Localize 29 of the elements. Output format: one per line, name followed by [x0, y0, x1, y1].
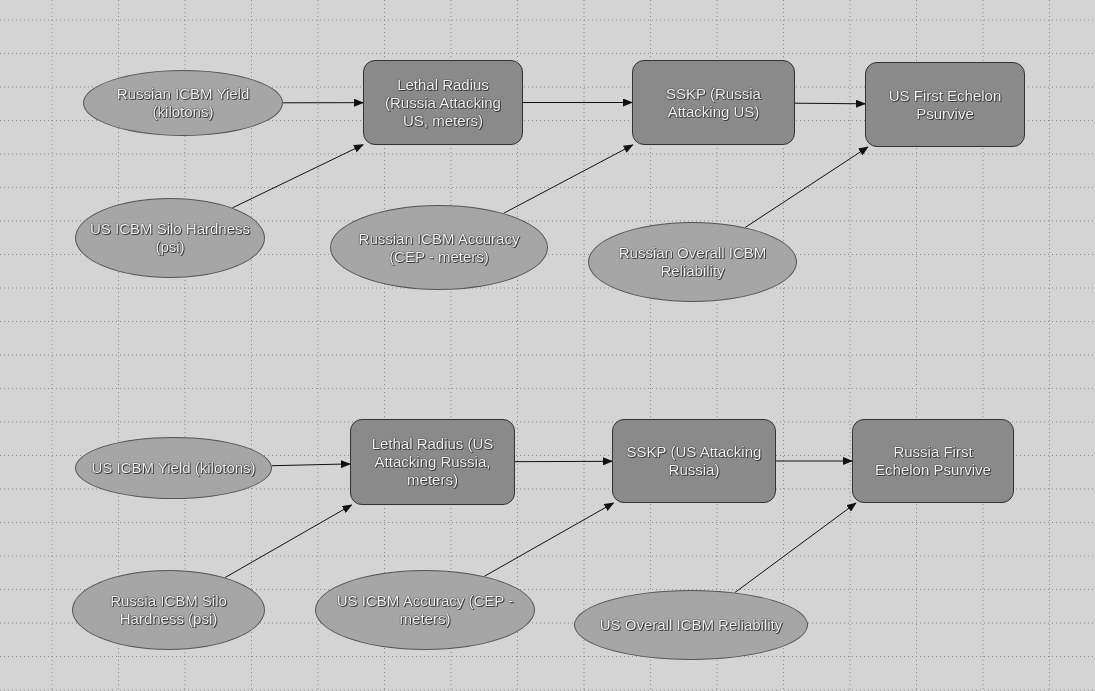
node-label: SSKP (US Attacking Russia)	[625, 443, 763, 479]
arrow	[775, 457, 853, 465]
node-label: US First Echelon Psurvive	[887, 86, 1003, 123]
arrow	[224, 504, 353, 579]
arrow	[744, 146, 869, 228]
node-label: Russia First Echelon Psurvive	[874, 443, 992, 479]
node-label: Lethal Radius (US Attacking Russia, meters)	[370, 435, 495, 489]
process-box	[612, 419, 776, 503]
arrow	[503, 144, 634, 214]
arrow	[483, 502, 615, 577]
node-label: Russian ICBM Accuracy (CEP - meters)	[357, 229, 521, 266]
arrow	[514, 457, 613, 466]
node-label: US ICBM Silo Hardness (psi)	[88, 220, 252, 256]
arrow	[522, 98, 633, 107]
node-label: US ICBM Accuracy (CEP - meters)	[335, 592, 515, 628]
arrow	[271, 460, 351, 469]
process-box	[363, 60, 523, 145]
node-label: SSKP (Russia Attacking US)	[665, 84, 762, 121]
node-label: Russia ICBM Silo Hardness (psi)	[109, 592, 229, 628]
arrow	[231, 144, 364, 209]
process-box	[865, 62, 1025, 147]
process-box	[350, 419, 515, 505]
process-box	[632, 60, 795, 145]
arrow	[282, 98, 364, 107]
node-label: Lethal Radius (Russia Attacking US, meters)	[384, 75, 502, 130]
arrow	[734, 502, 857, 594]
arrow	[794, 99, 866, 108]
node-label: US Overall ICBM Reliability	[598, 616, 784, 634]
process-box	[852, 419, 1014, 503]
